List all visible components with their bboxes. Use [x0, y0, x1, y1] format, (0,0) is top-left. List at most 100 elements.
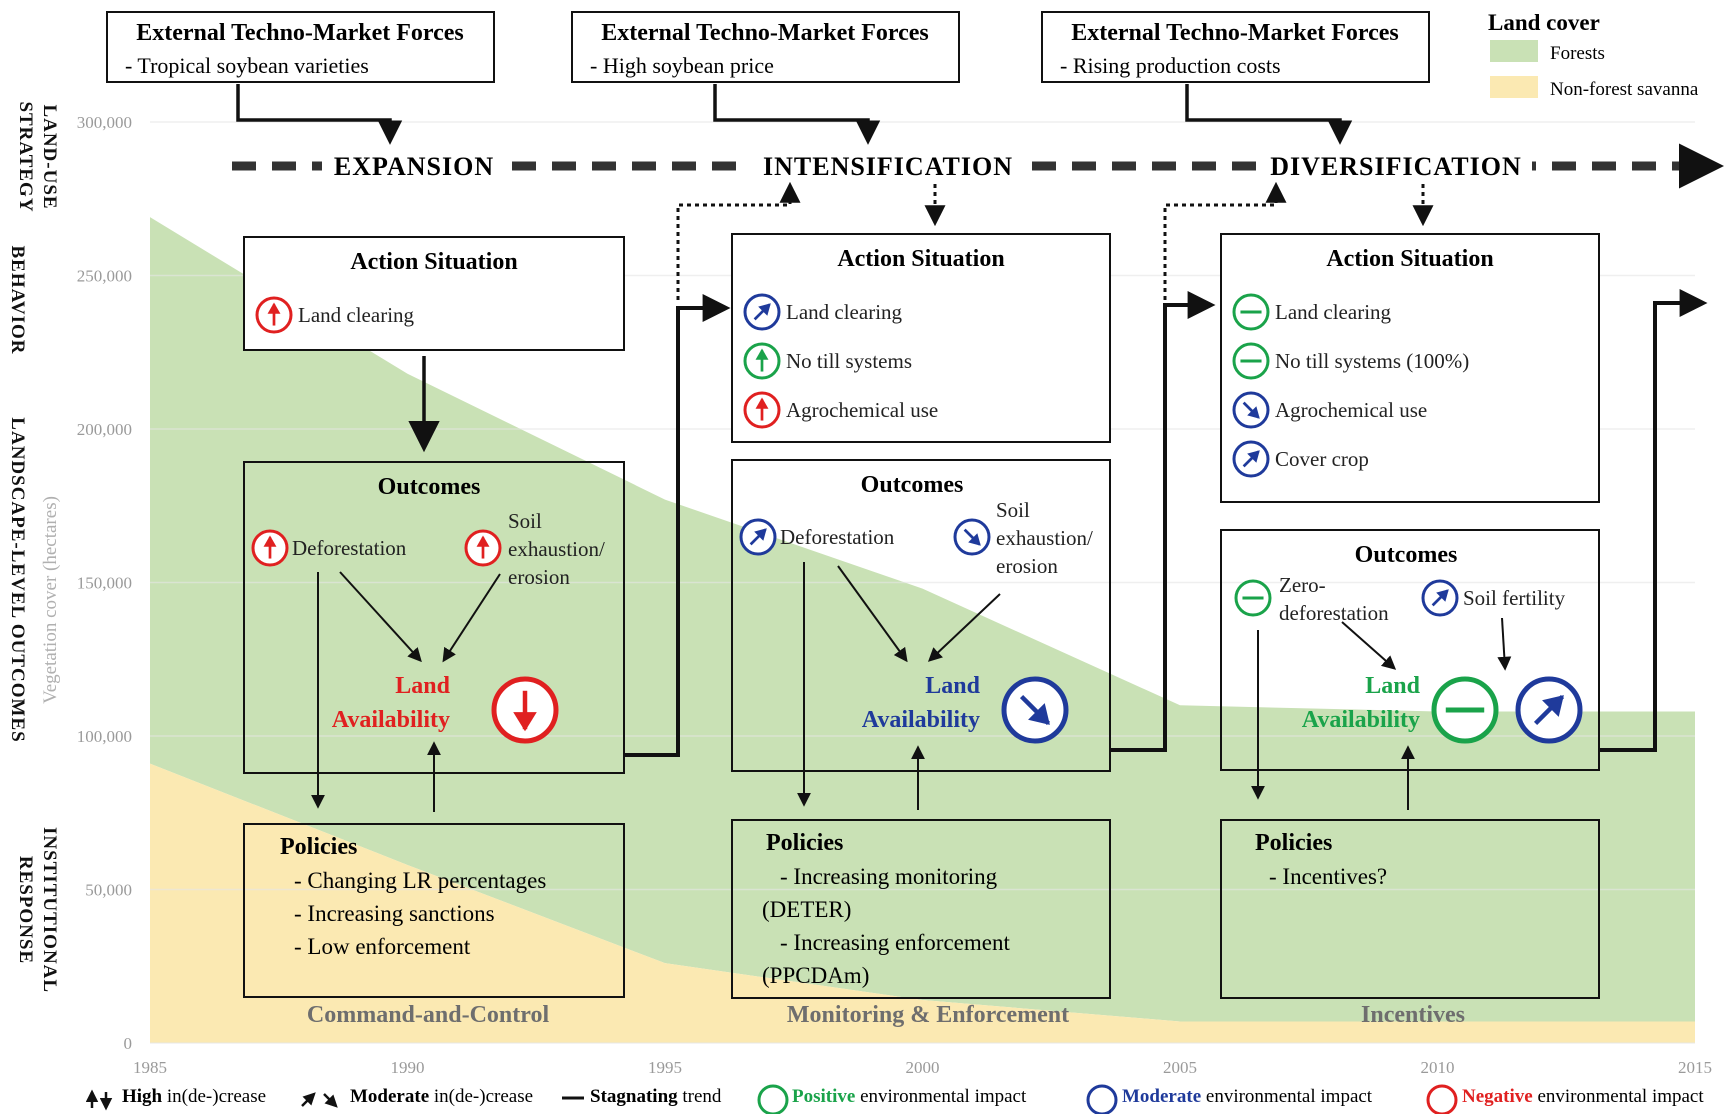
legend-title: Land cover — [1488, 10, 1600, 35]
outcome-arrow — [442, 573, 501, 663]
policies-box: Policies- Incentives? — [1220, 819, 1600, 999]
outcomes-box-frame — [1220, 529, 1600, 771]
icon-arrow-head — [1247, 450, 1260, 463]
icon-arrow-head — [968, 533, 981, 546]
legend-stagnating: Stagnating trend — [590, 1086, 722, 1107]
side-label-strategy-1: LAND-USE — [39, 104, 60, 209]
outcome-label: Soil fertility — [1463, 586, 1566, 610]
legend-moderate-impact: Moderate environmental impact — [1122, 1086, 1373, 1107]
y-tick-label: 300,000 — [77, 113, 132, 132]
policy-instrument-label: Monitoring & Enforcement — [787, 1002, 1069, 1028]
legend-high: High in(de-)crease — [122, 1086, 266, 1107]
icon-arrow-head — [267, 302, 281, 314]
icon-arrow-head — [758, 303, 771, 316]
outcome-label: erosion — [508, 565, 570, 589]
negative-impact-legend-icon — [1426, 1084, 1458, 1116]
outcomes-box: OutcomesDeforestationSoilexhaustion/eros… — [243, 461, 625, 812]
legend-label-savanna: Non-forest savanna — [1550, 79, 1699, 100]
side-label-response-2: RESPONSE — [15, 856, 36, 964]
outcome-label: Soil — [996, 498, 1030, 522]
legend-moderate-impact-rest: environmental impact — [1201, 1086, 1373, 1107]
moderate-decrease-icon — [1001, 676, 1069, 744]
y-tick-label: 150,000 — [77, 574, 132, 593]
strategy-intensification: INTENSIFICATION — [763, 152, 1013, 181]
x-tick-label: 1990 — [391, 1058, 425, 1077]
outcome-arrow — [339, 571, 422, 663]
x-tick-label: 2000 — [906, 1058, 940, 1077]
outcome-label: deforestation — [1279, 601, 1389, 625]
policies-title: Policies — [280, 834, 357, 860]
savanna-area — [150, 763, 1695, 1043]
policy-item: - Increasing monitoring — [780, 864, 998, 889]
icon-arrow-head — [754, 528, 767, 541]
icon-arrow-head — [513, 712, 537, 732]
impact-legend: High in(de-)crease Moderate in(de-)crease… — [85, 1084, 1705, 1116]
legend-swatch-savanna — [1490, 76, 1538, 98]
stagnating-icon — [1234, 579, 1272, 617]
policies-box-frame — [1220, 819, 1600, 999]
policies-box: Policies- Increasing monitoring(DETER)- … — [731, 819, 1111, 999]
legend-positive-bold: Positive — [792, 1086, 855, 1107]
action-item-label: Agrochemical use — [786, 398, 938, 422]
moderate-increase-icon — [1232, 440, 1270, 478]
moderate-increase-icon — [743, 293, 781, 331]
legend-negative-bold: Negative — [1462, 1086, 1533, 1107]
moderate-increase-legend-icon — [301, 1092, 316, 1107]
y-tick-label: 250,000 — [77, 267, 132, 286]
legend-moderate-rest: in(de-)crease — [429, 1086, 533, 1107]
land-availability-label: Land — [925, 673, 980, 699]
strategy-expansion: EXPANSION — [334, 152, 494, 181]
y-tick-label: 0 — [124, 1034, 133, 1053]
icon-arrow-head — [755, 397, 769, 409]
chart-tick-labels: 050,000100,000150,000200,000250,000300,0… — [77, 113, 1712, 1077]
policy-item: - Changing LR percentages — [294, 868, 546, 893]
land-availability-label: Land — [1365, 673, 1420, 699]
action-item-label: No till systems (100%) — [1275, 349, 1469, 373]
outcome-label: Deforestation — [292, 536, 407, 560]
strategy-diversification: DIVERSIFICATION — [1270, 152, 1521, 181]
policy-instrument-label: Incentives — [1361, 1002, 1465, 1028]
side-label-response-1: INSTITUTIONAL — [39, 827, 60, 993]
legend-negative-rest: environmental impact — [1533, 1086, 1705, 1107]
action-box-frame — [731, 233, 1111, 443]
side-label-outcomes: LANDSCAPE-LEVEL OUTCOMES — [7, 417, 28, 742]
outcomes-box-title: Outcomes — [1355, 542, 1458, 568]
x-tick-label: 1995 — [648, 1058, 682, 1077]
outcome-arrow — [1497, 617, 1512, 671]
legend-stagnating-rest: trend — [678, 1086, 722, 1107]
force-arrow-1 — [236, 84, 403, 145]
outcome-label: exhaustion/ — [508, 537, 605, 561]
land-availability-label: Availability — [1302, 707, 1420, 733]
policies-box-frame — [243, 823, 625, 998]
x-tick-label: 2005 — [1163, 1058, 1197, 1077]
moderate-decrease-legend-icon — [323, 1093, 338, 1108]
stagnating-icon — [1232, 342, 1270, 380]
policies-title: Policies — [766, 830, 843, 856]
legend-moderate: Moderate in(de-)crease — [350, 1086, 533, 1107]
icon-arrow-head — [263, 535, 277, 547]
side-label-behavior: BEHAVIOR — [7, 245, 28, 354]
legend-moderate-bold: Moderate — [350, 1086, 429, 1107]
force-title: External Techno-Market Forces — [601, 20, 929, 46]
x-tick-label: 1985 — [133, 1058, 167, 1077]
icon-arrow-head — [755, 348, 769, 360]
icon-arrow-head — [1436, 589, 1449, 602]
action-item-label: Agrochemical use — [1275, 398, 1427, 422]
action-box-frame — [1220, 233, 1600, 503]
legend-moderate-impact-bold: Moderate — [1122, 1086, 1201, 1107]
positive-impact-legend-icon — [757, 1084, 789, 1116]
force-box-3: External Techno-Market Forces - Rising p… — [1041, 11, 1430, 83]
legend-positive: Positive environmental impact — [792, 1086, 1027, 1107]
high-increase-icon — [743, 391, 781, 429]
outcome-label: Soil — [508, 509, 542, 533]
moderate-increase-icon — [1515, 676, 1583, 744]
outcome-arrow — [927, 593, 1001, 662]
action-item-label: Land clearing — [786, 300, 903, 324]
